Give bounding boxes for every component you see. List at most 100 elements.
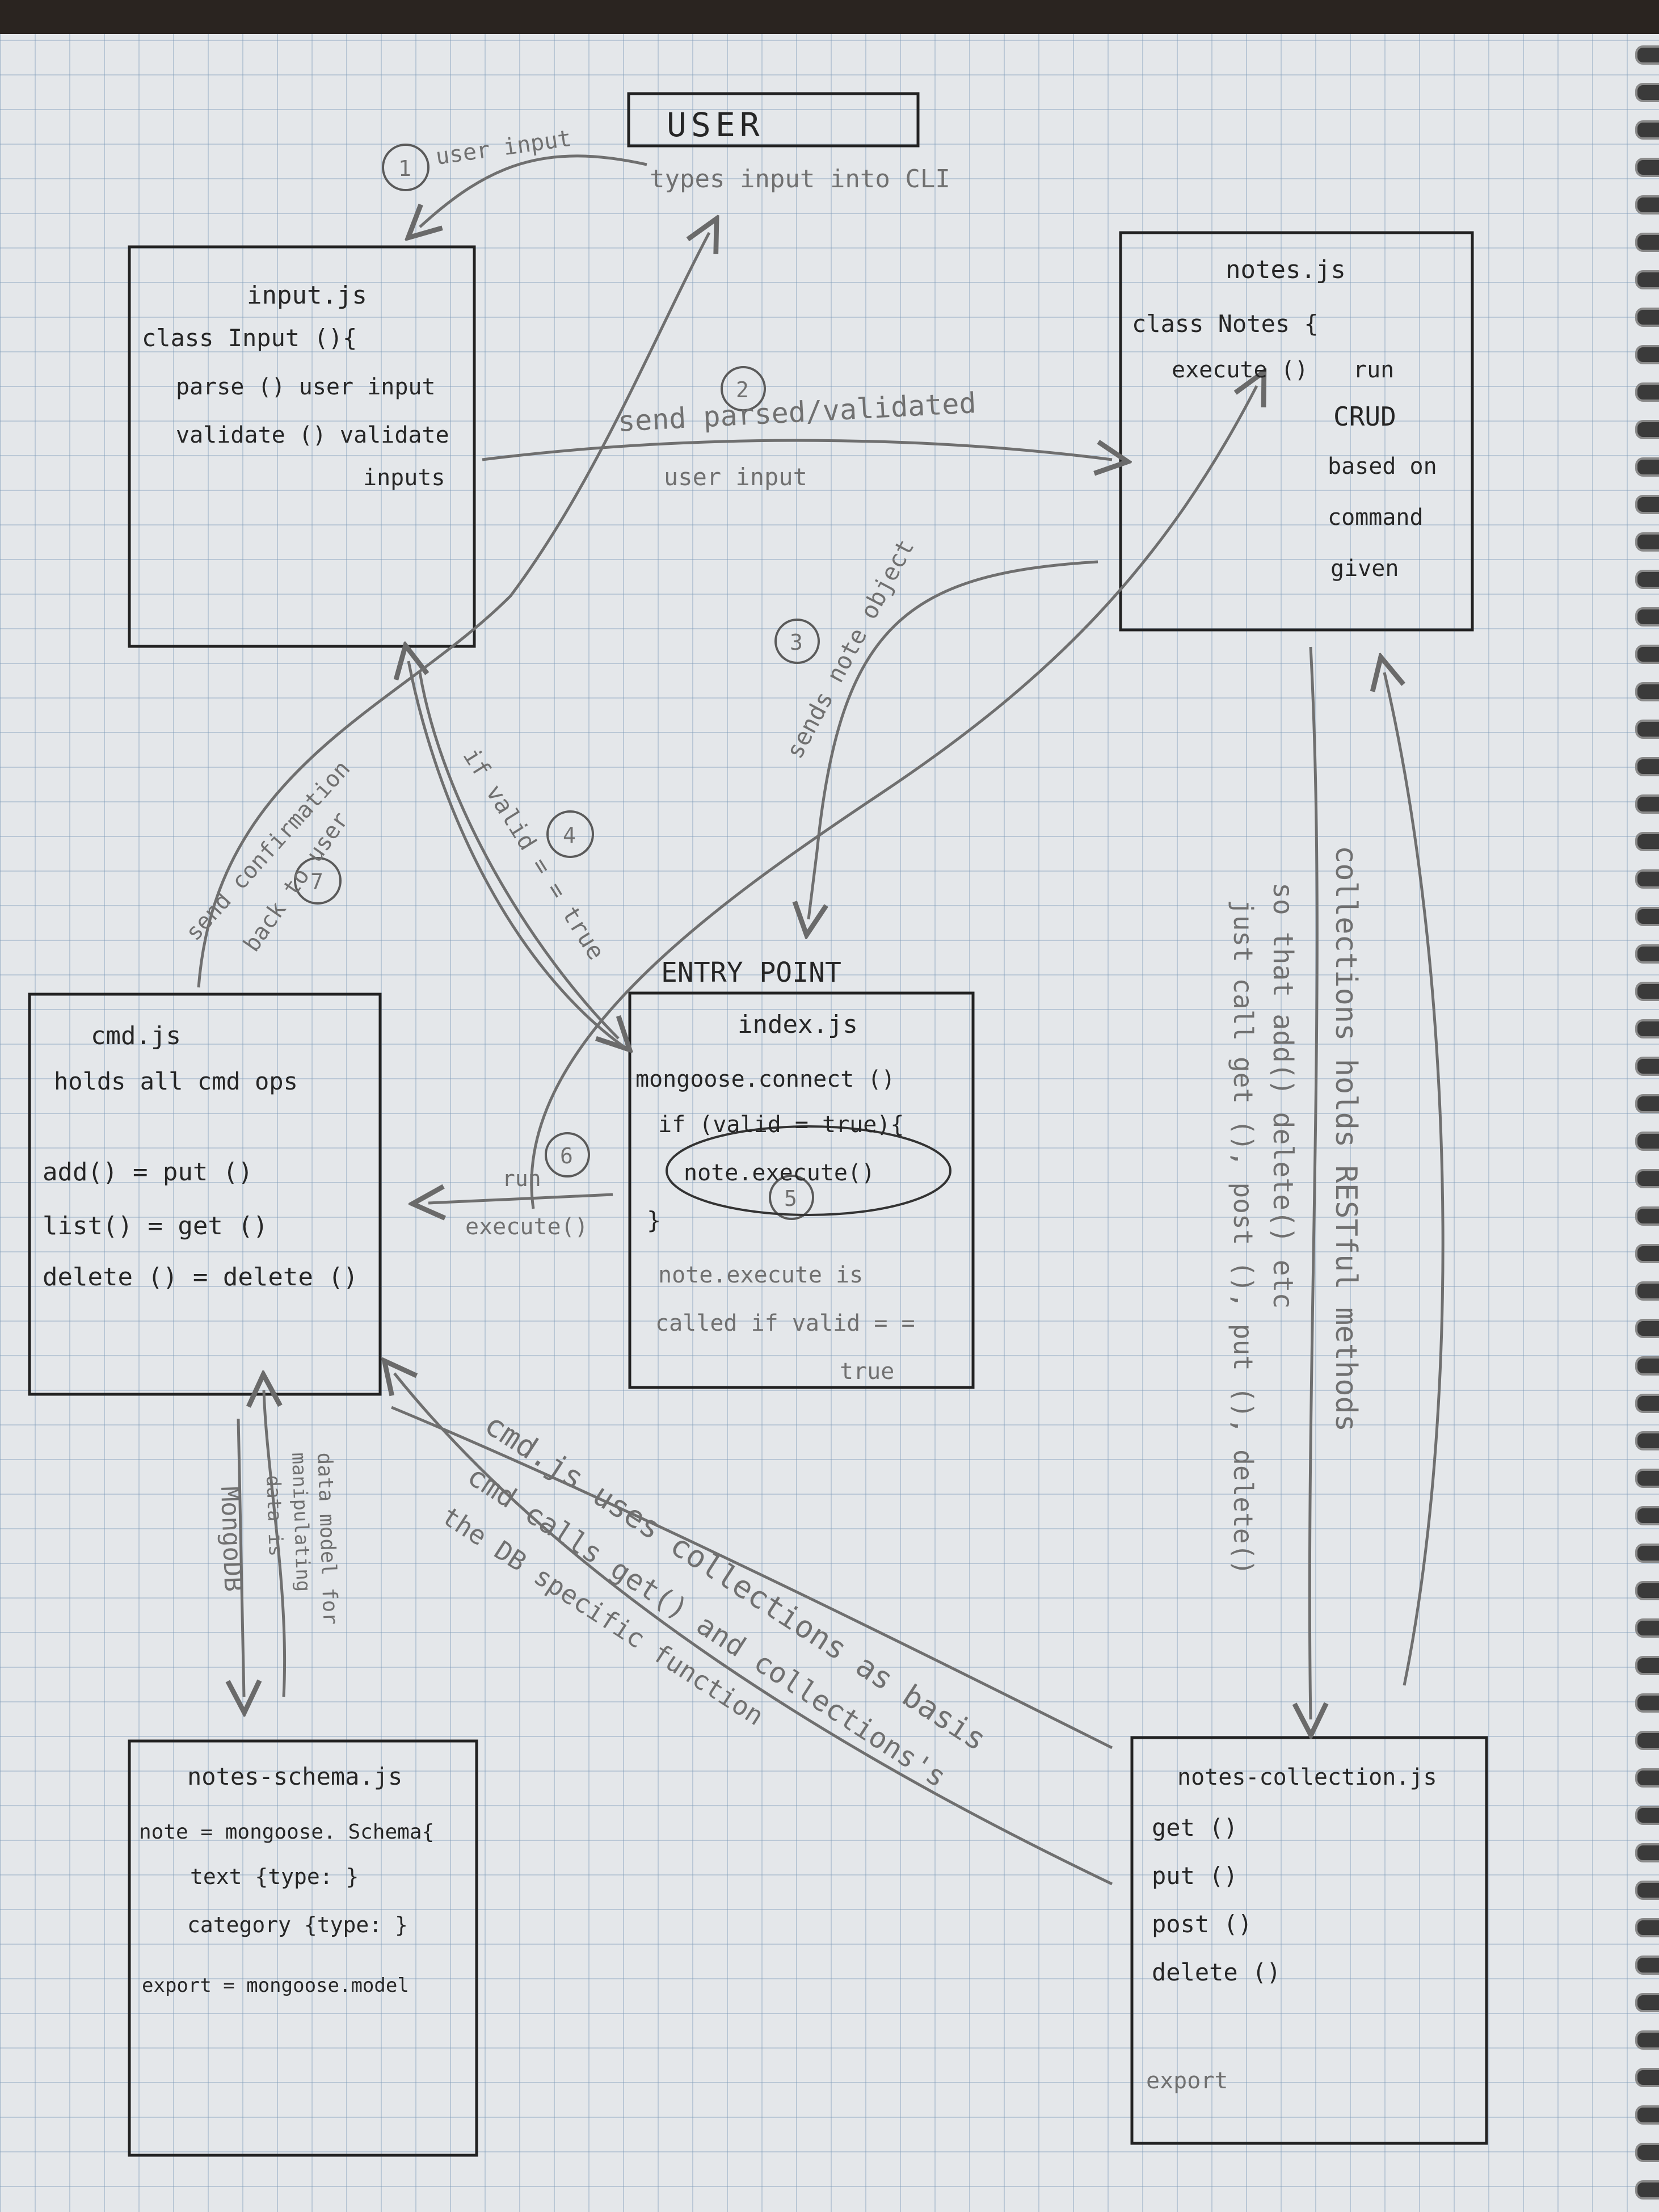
notes-js-side-3: command — [1328, 504, 1424, 531]
step-1-circle — [382, 144, 430, 191]
cmd-js-line-0: add() = put () — [43, 1158, 253, 1187]
arrow-notes-to-collection — [1309, 646, 1317, 1719]
notes-collection-line-3: delete () — [1152, 1958, 1281, 1986]
spiral-ring — [1635, 382, 1659, 402]
spiral-ring — [1635, 1132, 1659, 1151]
spiral-ring — [1635, 1993, 1659, 2012]
user-title: USER — [667, 106, 764, 144]
input-js-line-2: validate () validate — [176, 422, 449, 448]
input-js-line-0: class Input (){ — [142, 324, 357, 352]
notes-collection-file: notes-collection.js — [1177, 1764, 1437, 1790]
notebook-page — [0, 34, 1659, 2212]
arrow-collection-to-cmd — [394, 1373, 1113, 1886]
spiral-ring — [1635, 420, 1659, 439]
index-js-line-1: if (valid = true){ — [658, 1112, 904, 1138]
arrow-index-to-input — [409, 661, 625, 1049]
spiral-ring — [1635, 570, 1659, 589]
spiral-ring — [1635, 757, 1659, 776]
arrow-input-to-notes — [482, 439, 1112, 460]
spiral-ring — [1635, 1281, 1659, 1301]
arrow-user-to-input — [420, 154, 647, 227]
spiral-ring — [1635, 1918, 1659, 1937]
annot-manipulating: manipulating — [287, 1452, 315, 1592]
spiral-ring — [1635, 195, 1659, 215]
input-js-line-3: inputs — [363, 465, 445, 491]
step-2-circle — [721, 366, 766, 411]
spiral-ring — [1635, 1169, 1659, 1188]
spiral-ring — [1635, 1319, 1659, 1338]
annot-collections-rest: collections holds RESTful methods — [1329, 846, 1363, 1432]
annot-if-valid: if valid = = true — [458, 743, 610, 965]
spiral-ring — [1635, 2180, 1659, 2200]
spiral-ring — [1635, 1843, 1659, 1862]
notes-js-side-2: based on — [1328, 453, 1437, 480]
spiral-ring — [1635, 645, 1659, 664]
spiral-ring — [1635, 2105, 1659, 2125]
spiral-ring — [1635, 1881, 1659, 1900]
spiral-ring — [1635, 120, 1659, 140]
spiral-ring — [1635, 1768, 1659, 1788]
step-3-circle — [774, 619, 820, 664]
step-7: 7 — [310, 869, 323, 894]
execute-call-ellipse — [666, 1125, 951, 1216]
spiral-ring — [1635, 1618, 1659, 1638]
notes-js-file: notes.js — [1226, 255, 1346, 284]
annot-data-model: data model for — [313, 1452, 342, 1625]
spiral-ring — [1635, 869, 1659, 889]
notes-schema-line-0: note = mongoose. Schema{ — [139, 1820, 434, 1844]
spiral-ring — [1635, 1356, 1659, 1376]
step-5: 5 — [784, 1186, 797, 1211]
cmd-js-line-2: delete () = delete () — [43, 1263, 358, 1292]
spiral-ring — [1635, 1019, 1659, 1038]
spiral-binding — [1625, 34, 1659, 2212]
annot-send-parsed: send parsed/validated — [617, 386, 977, 438]
notes-schema-line-1: text {type: } — [190, 1864, 359, 1889]
spiral-ring — [1635, 720, 1659, 739]
spiral-ring — [1635, 457, 1659, 477]
notes-js-side-4: given — [1330, 556, 1399, 582]
step-1: 1 — [398, 156, 411, 181]
step-6-circle — [545, 1132, 590, 1178]
index-js-note-2: true — [840, 1359, 894, 1385]
spiral-ring — [1635, 270, 1659, 289]
step-4-circle — [546, 810, 594, 858]
annot-run-exec: execute() — [465, 1214, 588, 1240]
step-3: 3 — [790, 630, 803, 655]
step-2: 2 — [736, 377, 749, 402]
arrow-notes-to-index — [809, 560, 1098, 919]
annot-send-parsed-2: user input — [664, 463, 807, 491]
spiral-ring — [1635, 83, 1659, 102]
arrow-index-to-cmd — [428, 1195, 613, 1203]
spiral-ring — [1635, 1206, 1659, 1226]
spiral-ring — [1635, 1693, 1659, 1713]
user-box — [627, 92, 920, 148]
spiral-ring — [1635, 907, 1659, 926]
arrow-cmd-to-schema — [238, 1418, 244, 1697]
spiral-ring — [1635, 233, 1659, 252]
notes-schema-box — [128, 1739, 478, 2157]
notes-js-side-0: run — [1353, 357, 1394, 383]
index-js-box — [628, 991, 975, 1389]
annot-cmd-calls: cmd calls get() and collections's — [461, 1459, 952, 1794]
spiral-ring — [1635, 2068, 1659, 2087]
arrow-schema-to-cmd — [264, 1390, 287, 1697]
notes-js-line-1: execute () — [1172, 357, 1308, 383]
input-js-file: input.js — [247, 281, 367, 310]
notes-schema-line-3: export = mongoose.model — [142, 1974, 409, 1997]
annot-run: run — [502, 1166, 541, 1191]
spiral-ring — [1635, 1506, 1659, 1525]
index-js-note-1: called if valid = = — [655, 1310, 915, 1336]
arrow-cmd-to-collection — [391, 1406, 1113, 1750]
annot-data-is: data is — [262, 1475, 287, 1557]
annot-mongodb: MongoDB — [215, 1486, 247, 1592]
spiral-ring — [1635, 2030, 1659, 2050]
notes-schema-file: notes-schema.js — [187, 1763, 402, 1790]
notes-js-line-0: class Notes { — [1132, 310, 1319, 338]
user-action: types input into CLI — [650, 165, 950, 194]
spiral-ring — [1635, 607, 1659, 626]
spiral-ring — [1635, 1469, 1659, 1488]
spiral-ring — [1635, 308, 1659, 327]
spiral-ring — [1635, 1544, 1659, 1563]
step-7-circle — [294, 857, 342, 905]
